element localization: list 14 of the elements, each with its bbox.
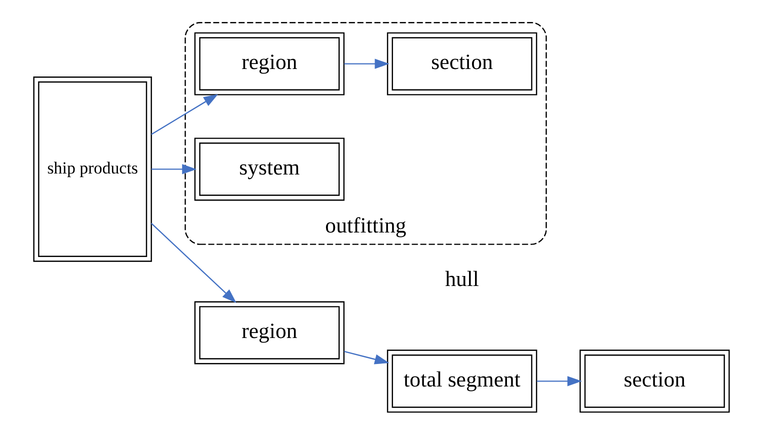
arrow — [151, 164, 197, 174]
node-box: section — [580, 350, 730, 413]
arrow — [151, 94, 218, 135]
node-box: system — [194, 138, 345, 201]
node-box: ship products — [33, 76, 152, 262]
node-box: region — [194, 32, 345, 96]
arrow — [150, 222, 236, 304]
node-box: region — [194, 301, 345, 364]
node-box: total segment — [386, 350, 538, 413]
arrow — [344, 58, 390, 69]
arrow — [344, 350, 390, 364]
label: hull — [445, 266, 480, 291]
arrow — [536, 376, 582, 386]
node-box: section — [386, 32, 538, 96]
